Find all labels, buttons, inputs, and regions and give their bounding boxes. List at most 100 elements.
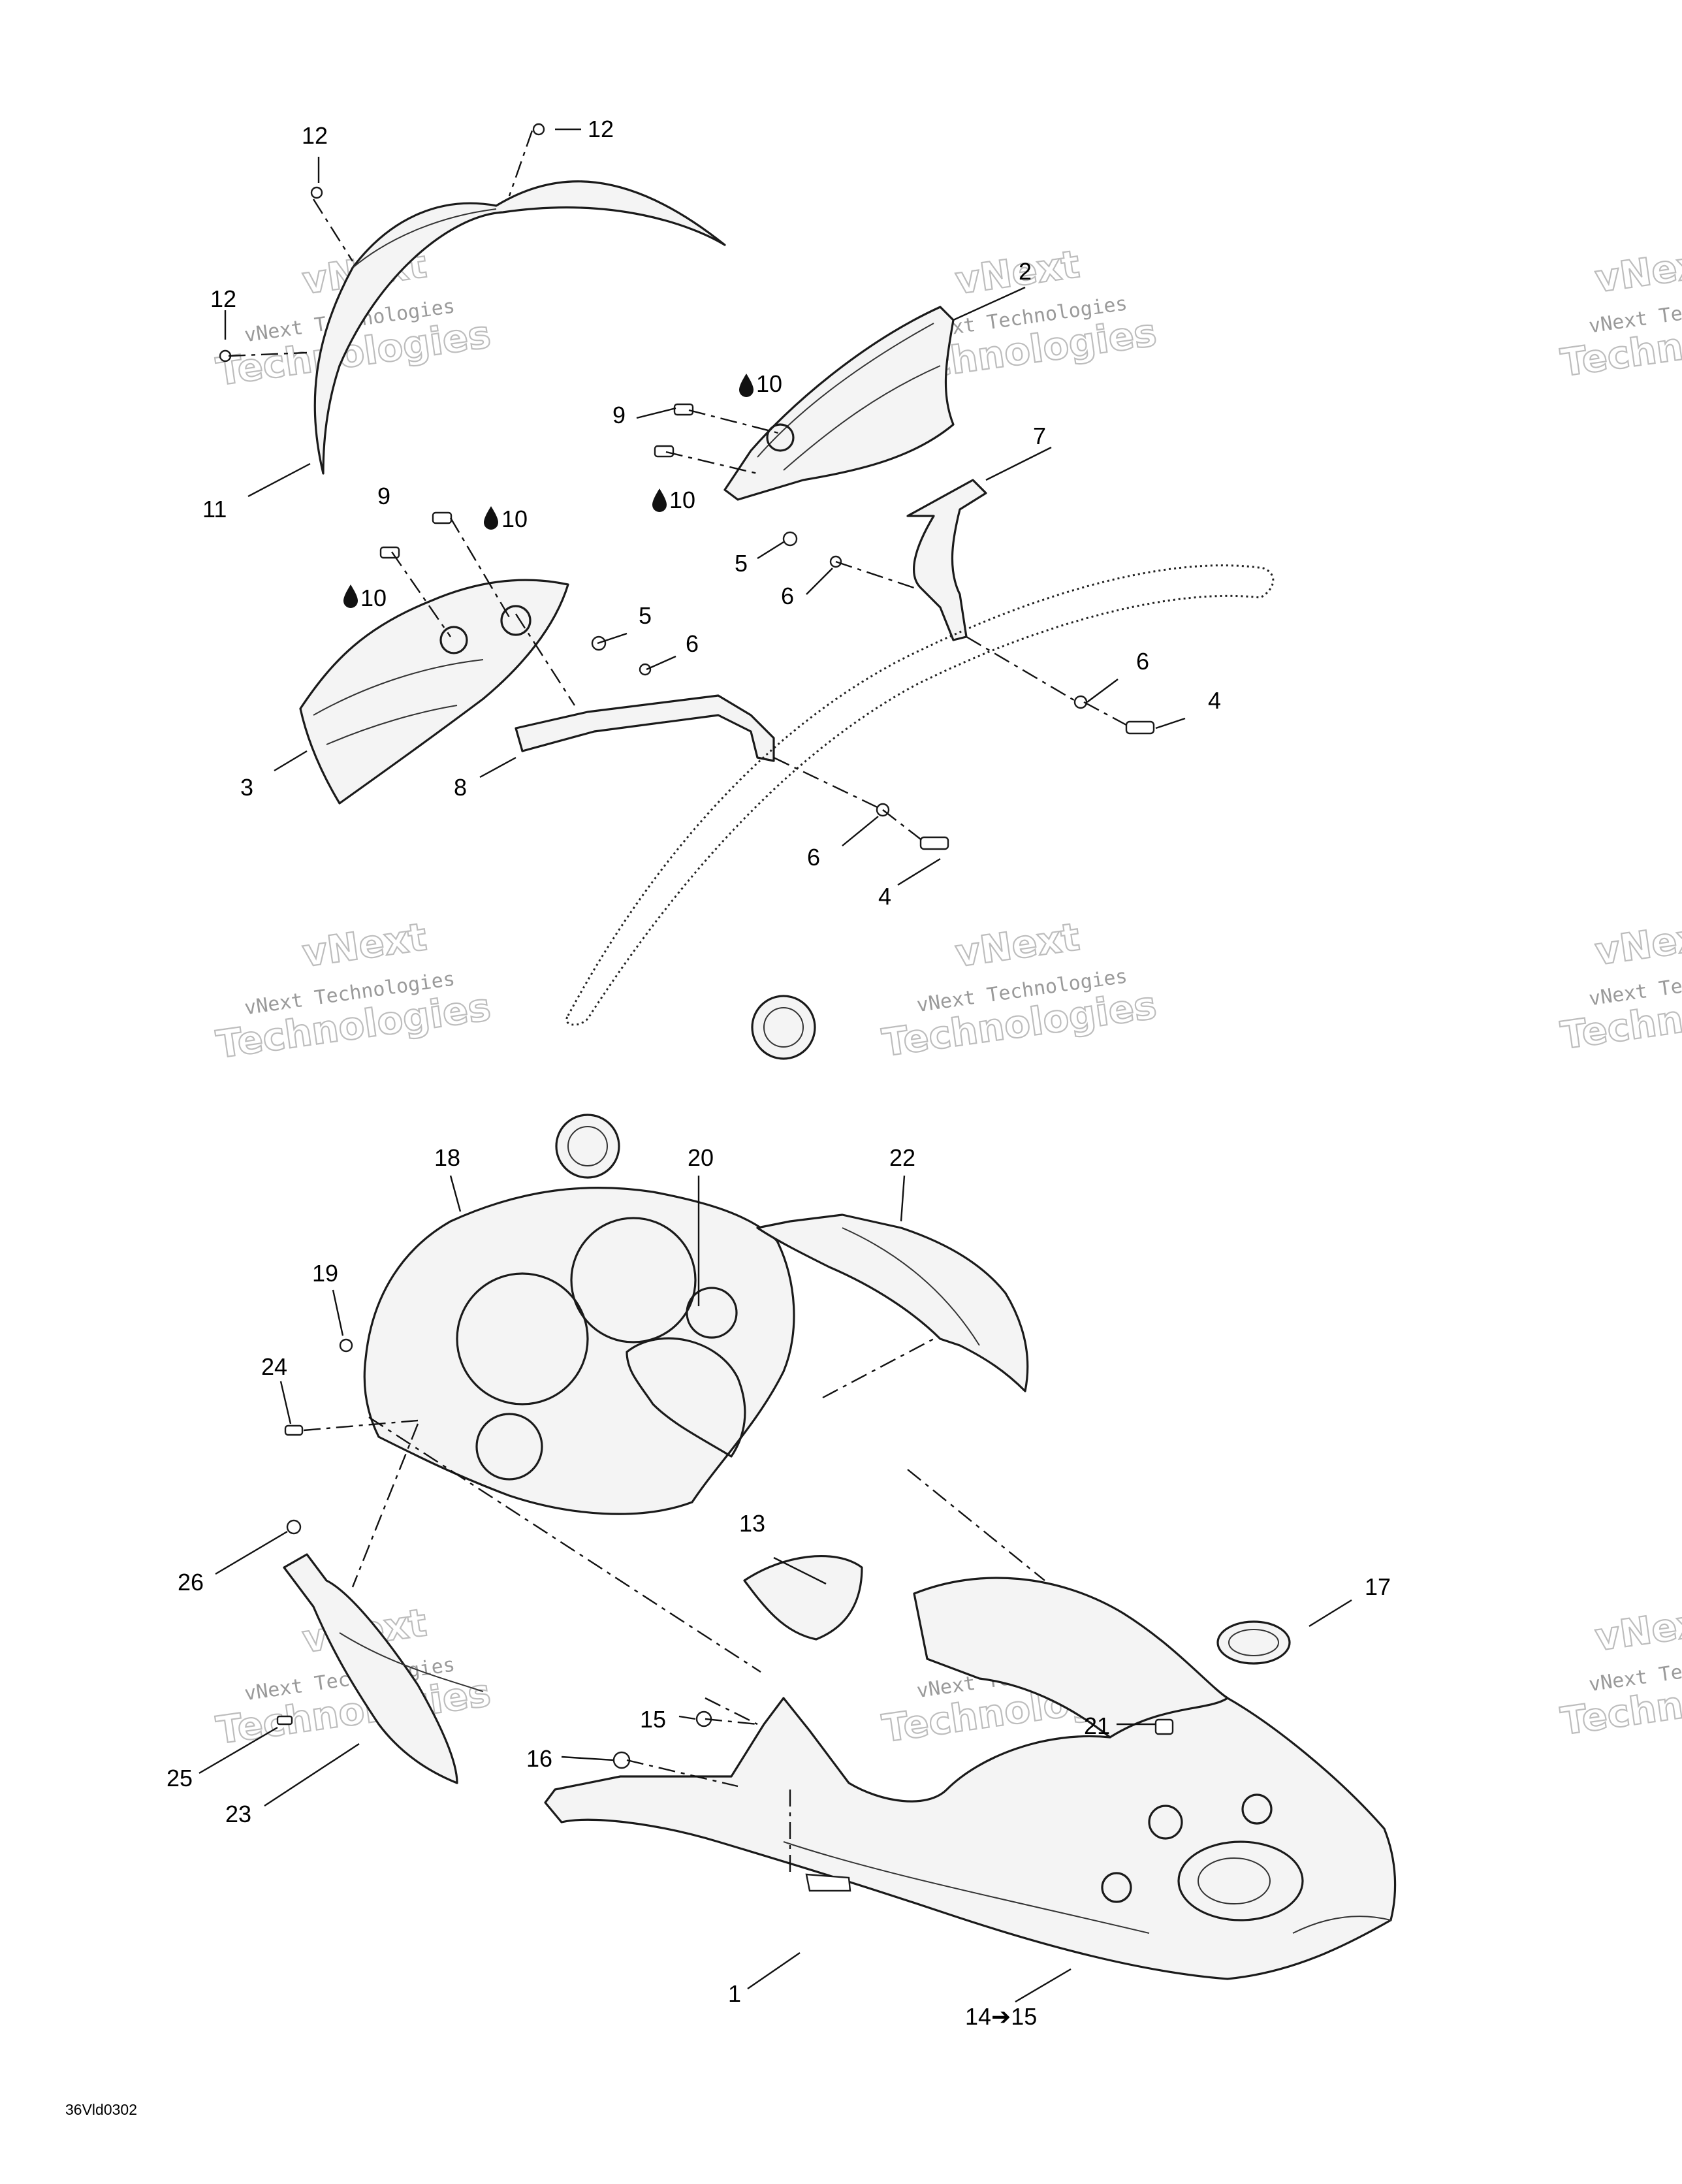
part-3-left-panel (299, 579, 569, 805)
drop-icon (484, 506, 498, 530)
drop-icon (343, 585, 358, 608)
gauge-recess-large (1177, 1840, 1304, 1921)
callout-22: 22 (889, 1144, 915, 1171)
callout-10: 10 (669, 487, 695, 513)
cap-upper (751, 995, 816, 1060)
callout-15: 15 (640, 1706, 666, 1733)
screw-9-left-upper (432, 511, 452, 524)
callout-10: 10 (501, 506, 528, 532)
gauge-opening-center (626, 1337, 746, 1458)
callout-leaders (198, 128, 1352, 2003)
bolt-4-right (1125, 720, 1155, 735)
part-14-upper-body (544, 1577, 1397, 1980)
clip-26 (286, 1519, 302, 1535)
part-7-right-bracket (906, 479, 987, 641)
callout-26: 26 (178, 1569, 204, 1596)
gauge-opening-20 (686, 1287, 738, 1339)
screw-12-right-top (532, 123, 545, 136)
callout-6: 6 (1136, 648, 1149, 675)
handlebar-outline (565, 564, 1275, 1026)
watermark-low-right: vNext vNext Technologies Technologies (1557, 1598, 1682, 1744)
gauge-recess-small (1148, 1805, 1183, 1840)
callout-7: 7 (1033, 423, 1046, 449)
watermark-group: vNext vNext Technologies Technologies vN… (213, 239, 1682, 1754)
callout-23: 23 (225, 1801, 251, 1827)
bolt-4-bottom (919, 836, 949, 850)
callout-19: 19 (312, 1260, 338, 1287)
callout-13: 13 (739, 1510, 765, 1537)
clip-21 (1154, 1718, 1174, 1735)
callout-6: 6 (686, 630, 699, 657)
gauge-opening-top (570, 1217, 697, 1343)
gauge-recess-small (1241, 1793, 1273, 1825)
callout-12: 12 (302, 122, 328, 149)
drop-icon (652, 489, 667, 512)
watermark-mid-center: vNext vNext Technologies Technologies (879, 914, 1160, 1066)
plate-1 (805, 1873, 851, 1892)
part-2-right-panel (723, 306, 955, 501)
watermark-vnext: vNext (1593, 240, 1682, 301)
callout-11: 11 (202, 496, 227, 522)
watermark-vnext: vNext (300, 914, 429, 976)
callout-12: 12 (588, 116, 614, 142)
callout-16: 16 (526, 1745, 552, 1772)
callout-17: 17 (1365, 1573, 1391, 1600)
watermark-mid-right: vNext vNext Technologies Technologies (1557, 912, 1682, 1059)
callout-6: 6 (807, 844, 820, 871)
screw-9-upper (673, 403, 694, 416)
drop-icon (739, 374, 754, 397)
callout-14-15: 14➔15 (965, 2003, 1037, 2030)
callout-21: 21 (1084, 1712, 1110, 1739)
assembly-lines-upper (228, 130, 1127, 840)
gauge-opening-large (456, 1272, 589, 1405)
part-11-windshield (219, 123, 726, 475)
screw-19 (339, 1338, 353, 1353)
callout-20: 20 (688, 1144, 714, 1171)
cap-lower (555, 1114, 620, 1179)
watermark-vnext: vNext (953, 914, 1082, 976)
part-8-left-bracket (515, 694, 775, 762)
screw-25 (276, 1715, 293, 1726)
callout-10: 10 (360, 585, 387, 611)
screw-24 (284, 1424, 304, 1436)
screw-9-left-lower (379, 546, 400, 559)
part-13-cover (743, 1554, 863, 1641)
watermark-mid-left: vNext vNext Technologies Technologies (213, 914, 494, 1068)
callout-2: 2 (1019, 258, 1032, 285)
callout-12: 12 (210, 285, 236, 312)
washer-6-far-right (1073, 695, 1088, 709)
grommet (439, 626, 468, 654)
fasteners-lower (276, 1338, 1174, 1892)
callout-9: 9 (377, 483, 390, 509)
callout-4: 4 (878, 883, 891, 910)
nut-5-right (782, 531, 798, 547)
callout-3: 3 (240, 774, 253, 801)
washer-6-left (639, 663, 652, 676)
callout-5: 5 (639, 602, 652, 629)
callout-24: 24 (261, 1353, 287, 1380)
part-23-side-trim (283, 1553, 484, 1784)
grommet (500, 605, 532, 636)
watermark-vnext: vNext (1593, 1598, 1682, 1660)
callout-8: 8 (454, 774, 467, 801)
part-17-gauge-ring (1216, 1620, 1291, 1665)
callout-6: 6 (781, 583, 794, 609)
watermark-vnext: vNext (1593, 912, 1682, 974)
callout-1: 1 (728, 1980, 741, 2007)
gauge-opening-small (475, 1413, 543, 1481)
callout-labels: 12 12 12 11 2 10 9 10 7 9 10 10 5 6 5 6 … (65, 116, 1391, 2118)
assembly-lines-lower (303, 1338, 1045, 1874)
screw-9-lower (654, 445, 674, 458)
callout-4: 4 (1208, 687, 1221, 714)
screw-12-left-top (310, 186, 323, 199)
figure-code: 36Vld0302 (65, 2101, 137, 2118)
callout-25: 25 (167, 1765, 193, 1791)
watermark-top-right: vNext vNext Technologies Technologies (1557, 239, 1682, 386)
part-22-side-cover (756, 1213, 1029, 1392)
callout-18: 18 (434, 1144, 460, 1171)
grommet (766, 423, 795, 452)
callout-9: 9 (612, 402, 626, 428)
callout-5: 5 (735, 550, 748, 577)
gauge-recess-small (1101, 1872, 1132, 1903)
